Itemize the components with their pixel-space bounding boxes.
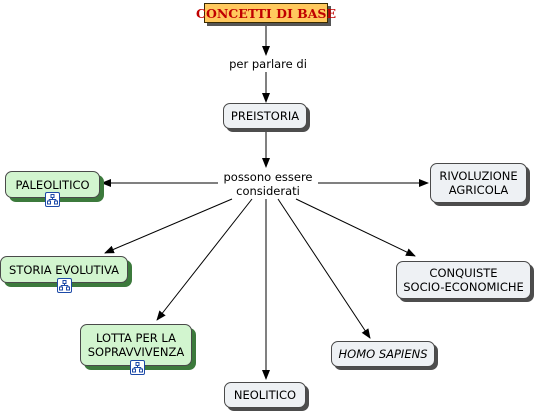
edge-to-lotta <box>156 198 253 321</box>
hierarchy-icon <box>59 280 70 291</box>
concept-rivoluzione-agricola[interactable]: RIVOLUZIONE AGRICOLA <box>430 163 527 203</box>
link-possono-essere-considerati: possono essere considerati <box>218 170 318 198</box>
concept-conquiste-socio-economiche[interactable]: CONQUISTE SOCIO-ECONOMICHE <box>396 261 531 299</box>
map-title: CONCETTI DI BASE <box>196 3 336 23</box>
concept-preistoria[interactable]: PREISTORIA <box>223 103 307 129</box>
hierarchy-icon <box>47 194 58 205</box>
concept-map-link-icon[interactable] <box>130 360 145 375</box>
concept-map-link-icon[interactable] <box>57 278 72 293</box>
concept-map-link-icon[interactable] <box>45 192 60 207</box>
concept-storia-evolutiva[interactable]: STORIA EVOLUTIVA <box>0 256 128 283</box>
hierarchy-icon <box>132 362 143 373</box>
edge-to-storia-evolutiva <box>104 198 233 254</box>
concept-lotta-per-la-sopravvivenza[interactable]: LOTTA PER LA SOPRAVVIVENZA <box>80 324 192 366</box>
edge-to-homo-sapiens <box>277 198 371 339</box>
edge-to-conquiste <box>295 198 416 257</box>
concept-homo-sapiens[interactable]: HOMO SAPIENS <box>331 341 435 367</box>
link-per-parlare: per parlare di <box>222 57 314 71</box>
concept-neolitico[interactable]: NEOLITICO <box>224 382 306 408</box>
